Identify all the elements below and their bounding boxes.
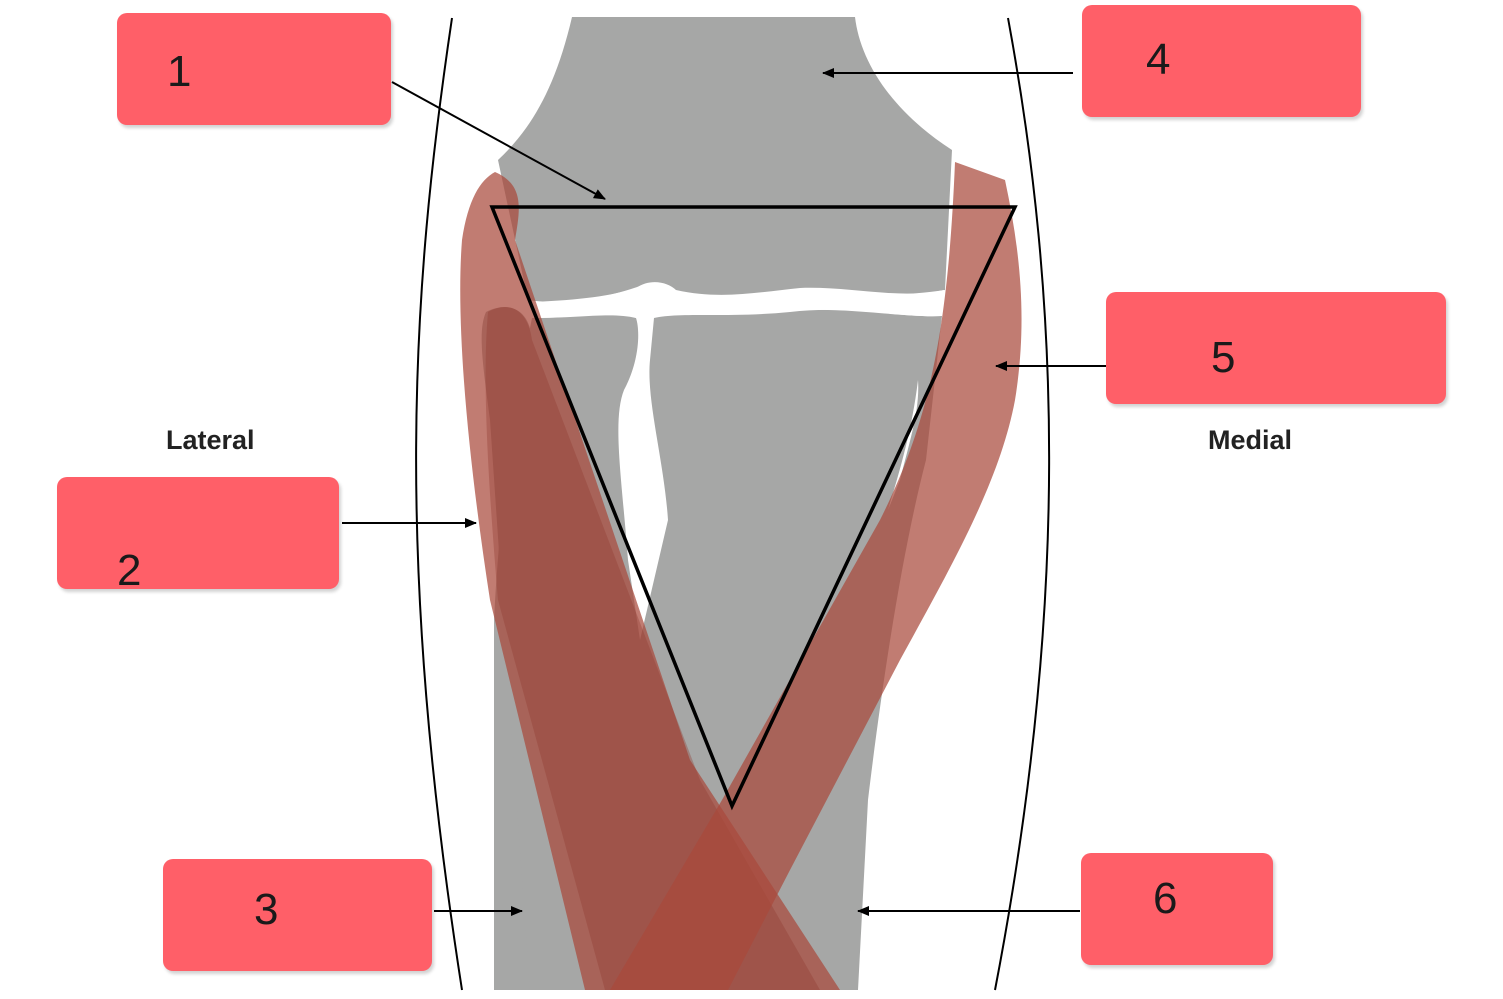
label-number-4: 4	[1146, 35, 1171, 84]
label-number-2: 2	[117, 546, 142, 595]
label-number-6: 6	[1153, 874, 1178, 923]
joint-space	[532, 282, 944, 640]
leg-outline-left	[415, 17, 463, 991]
label-box-2[interactable]	[57, 477, 339, 589]
triangle-outline	[489, 205, 1018, 811]
label-box-5[interactable]	[1106, 292, 1446, 404]
label-box-1[interactable]	[117, 13, 391, 125]
label-box-4[interactable]	[1082, 5, 1361, 117]
arrow-1	[391, 81, 606, 200]
label-number-1: 1	[167, 47, 192, 96]
lateral-muscle	[460, 172, 840, 990]
lateral-side-label: Lateral	[166, 425, 255, 455]
medial-side-label: Medial	[1208, 425, 1293, 455]
femur	[498, 17, 952, 302]
label-box-6[interactable]	[1081, 853, 1273, 965]
label-number-5: 5	[1211, 333, 1236, 382]
label-box-3[interactable]	[163, 859, 432, 971]
medial-muscle	[610, 162, 1022, 990]
lateral-muscle-deep	[485, 307, 820, 990]
leg-outline-right	[994, 17, 1051, 991]
label-number-3: 3	[254, 885, 279, 934]
